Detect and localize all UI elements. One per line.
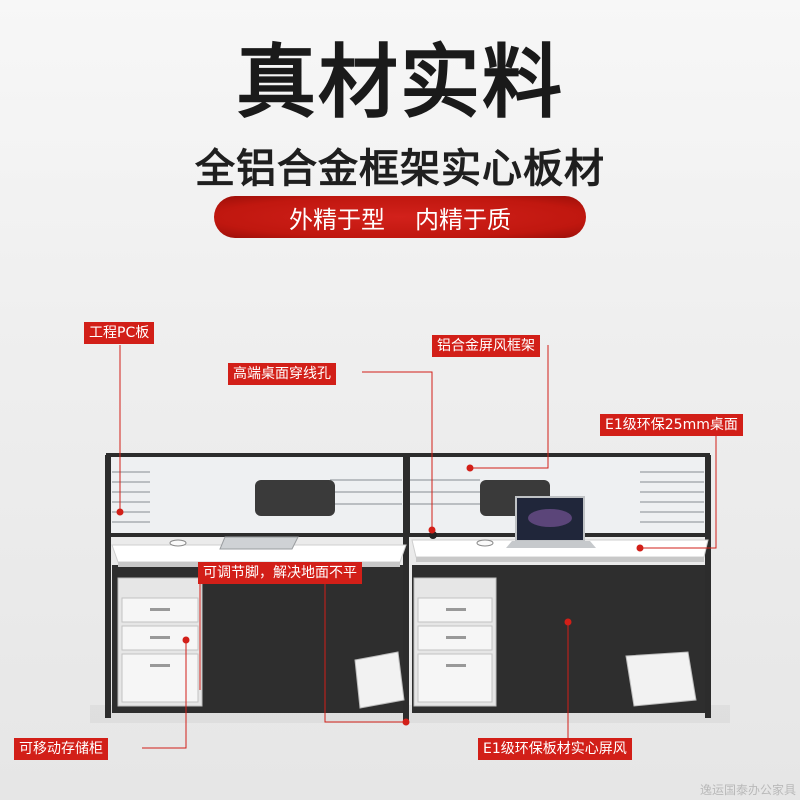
cup-right — [476, 539, 494, 547]
cpu-holder-right — [625, 651, 697, 707]
pc-board-slats — [112, 471, 704, 523]
callout-desktop: E1级环保25mm桌面 — [600, 414, 743, 436]
laptop-right-base — [506, 541, 596, 548]
callout-panel-board: E1级环保板材实心屏风 — [478, 738, 632, 760]
callout-aluminum-frame: 铝合金屏风框架 — [432, 335, 540, 357]
cabinet-right-drawer-3 — [417, 653, 493, 703]
page-subtitle: 全铝合金框架实心板材 — [195, 146, 605, 192]
page-title: 真材实料 — [236, 36, 564, 129]
desk-edge-right — [416, 557, 704, 562]
cabinet-left-drawer-3 — [121, 653, 199, 703]
callout-cable-hole: 高端桌面穿线孔 — [228, 363, 336, 385]
callout-adjustable-feet: 可调节脚，解决地面不平 — [198, 562, 362, 584]
slogan-left: 外精于型 — [289, 205, 385, 234]
watermark: 逸运国泰办公家具 — [699, 783, 796, 797]
cup-left — [169, 539, 187, 547]
laptop-left — [219, 536, 299, 550]
cpu-holder-left — [354, 651, 405, 709]
callout-dots — [116, 464, 644, 726]
laptop-galaxy — [528, 509, 572, 527]
chair-back-left — [255, 480, 335, 516]
slogan-banner: 外精于型 内精于质 — [214, 196, 586, 238]
slogan-right: 内精于质 — [415, 205, 511, 234]
callout-cabinet: 可移动存储柜 — [14, 738, 108, 760]
callout-pc-board: 工程PC板 — [84, 322, 155, 344]
